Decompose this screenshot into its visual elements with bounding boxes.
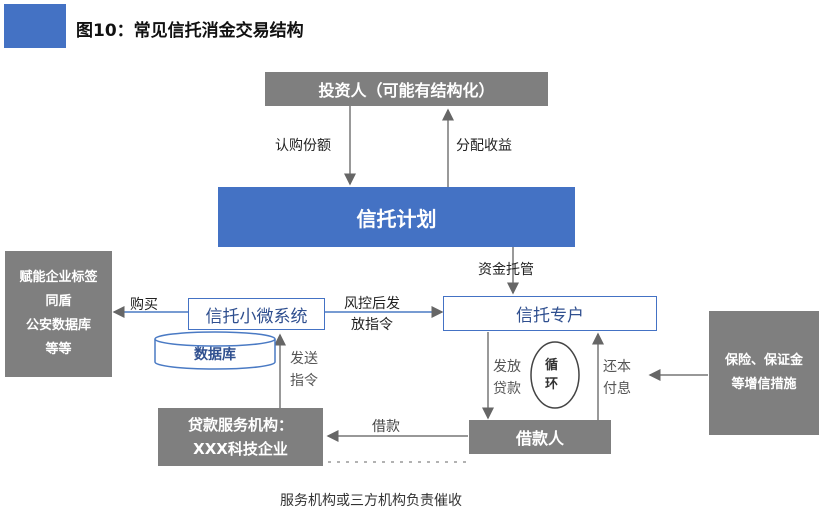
loan-service-line: 贷款服务机构： (187, 416, 293, 434)
label-risk-control-line: 风控后发 (344, 296, 400, 312)
data-source-line: 赋能企业标签 (19, 270, 98, 285)
label-loan: 借款 (372, 419, 400, 435)
trust-plan-box: 信托计划 (218, 187, 575, 247)
label-disburse-line: 发放 (493, 359, 521, 375)
cycle-char: 环 (545, 377, 559, 392)
label-risk-control: 风控后发 放指令 (344, 294, 400, 336)
label-risk-control-line: 放指令 (351, 317, 393, 333)
database-label: 数据库 (194, 347, 236, 363)
data-source-line: 公安数据库 (25, 318, 91, 333)
investor-box: 投资人（可能有结构化） (265, 72, 548, 106)
data-source-line: 等等 (45, 342, 72, 357)
credit-enhancement-line: 保险、保证金 (724, 353, 803, 368)
borrower-box: 借款人 (469, 420, 611, 454)
label-repay-line: 付息 (603, 381, 631, 397)
label-distribute: 分配收益 (456, 138, 512, 154)
label-repay: 还本 付息 (603, 356, 631, 400)
credit-enhancement-line: 等增信措施 (731, 377, 797, 392)
loan-service-line: XXX科技企业 (193, 440, 288, 458)
cycle-char: 循 (545, 358, 559, 373)
data-sources-box: 赋能企业标签 同盾 公安数据库 等等 (5, 251, 112, 377)
label-subscribe: 认购份额 (275, 138, 331, 154)
label-purchase: 购买 (130, 297, 158, 313)
database-cylinder (154, 339, 276, 370)
data-source-line: 同盾 (45, 294, 72, 309)
footer-caption: 服务机构或三方机构负责催收 (280, 493, 462, 509)
loan-service-box: 贷款服务机构： XXX科技企业 (158, 408, 323, 466)
label-custody: 资金托管 (478, 262, 534, 278)
title-accent-bar (4, 4, 66, 48)
label-send-cmd-line: 指令 (290, 373, 318, 389)
label-disburse: 发放 贷款 (493, 356, 521, 400)
label-send-cmd-line: 发送 (290, 351, 318, 367)
cycle-label: 循 环 (545, 356, 558, 394)
credit-enhancement-box: 保险、保证金 等增信措施 (709, 311, 819, 435)
label-send-cmd: 发送 指令 (290, 348, 318, 392)
cycle-ellipse (530, 341, 580, 409)
trust-account-box: 信托专户 (443, 296, 657, 331)
label-disburse-line: 贷款 (493, 381, 521, 397)
label-repay-line: 还本 (603, 359, 631, 375)
trust-system-box: 信托小微系统 (188, 298, 325, 330)
figure-title: 图10：常见信托消金交易结构 (76, 21, 304, 41)
